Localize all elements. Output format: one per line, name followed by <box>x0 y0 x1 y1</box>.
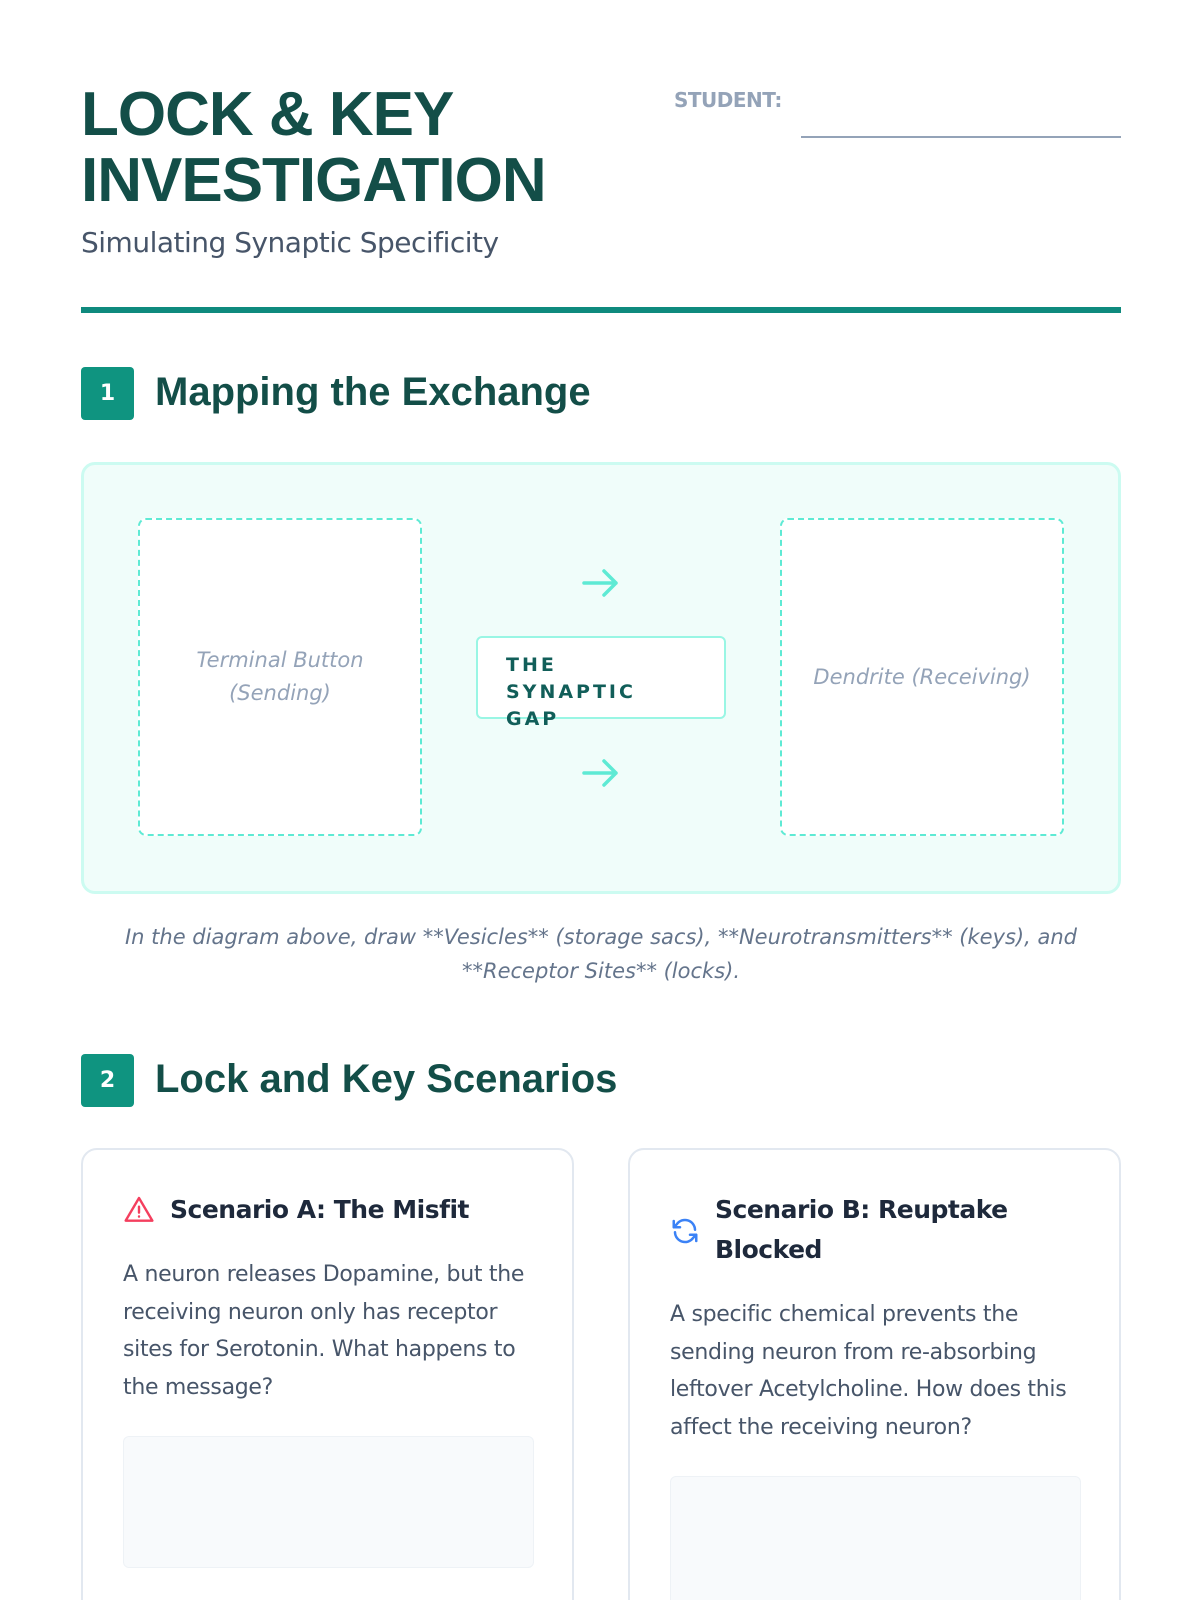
section-number-badge: 2 <box>81 1054 134 1107</box>
answer-box <box>123 1436 534 1568</box>
terminal-button-label: Terminal Button <box>196 648 364 672</box>
arrow-right-icon <box>582 759 618 787</box>
scenario-title: Scenario A: The Misfit <box>170 1195 469 1224</box>
scenario-card-b: Scenario B: Reuptake Blocked A specific … <box>628 1148 1121 1600</box>
title-line-2: INVESTIGATION <box>81 146 547 215</box>
synaptic-gap-label: THE SYNAPTIC GAP <box>476 636 726 730</box>
scenario-card-a: Scenario A: The Misfit A neuron releases… <box>81 1148 574 1600</box>
title-line-1: LOCK & KEY <box>81 80 454 149</box>
page-title: LOCK & KEY INVESTIGATION <box>81 80 547 215</box>
terminal-button-drawing-area[interactable]: Terminal Button (Sending) <box>138 518 422 836</box>
arrow-right-icon <box>582 569 618 597</box>
dendrite-drawing-area[interactable]: Dendrite (Receiving) <box>780 518 1064 836</box>
warning-triangle-icon <box>124 1196 154 1222</box>
refresh-icon <box>672 1218 698 1244</box>
diagram-instructions: In the diagram above, draw **Vesicles** … <box>124 925 1077 983</box>
scenario-text: A neuron releases Dopamine, but the rece… <box>123 1262 525 1400</box>
student-label: STUDENT: <box>674 88 782 112</box>
section-title: Mapping the Exchange <box>155 370 591 414</box>
answer-box <box>670 1476 1081 1600</box>
scenario-title: Scenario B: Reuptake Blocked <box>715 1195 1008 1264</box>
student-name-field[interactable] <box>801 118 1121 138</box>
header-divider <box>81 307 1121 313</box>
scenario-text: A specific chemical prevents the sending… <box>670 1302 1067 1440</box>
terminal-button-sublabel: (Sending) <box>229 681 331 705</box>
section-number-badge: 1 <box>81 367 134 420</box>
section-title: Lock and Key Scenarios <box>155 1057 618 1101</box>
dendrite-label: Dendrite (Receiving) <box>813 664 1031 689</box>
page-subtitle: Simulating Synaptic Specificity <box>81 226 499 259</box>
